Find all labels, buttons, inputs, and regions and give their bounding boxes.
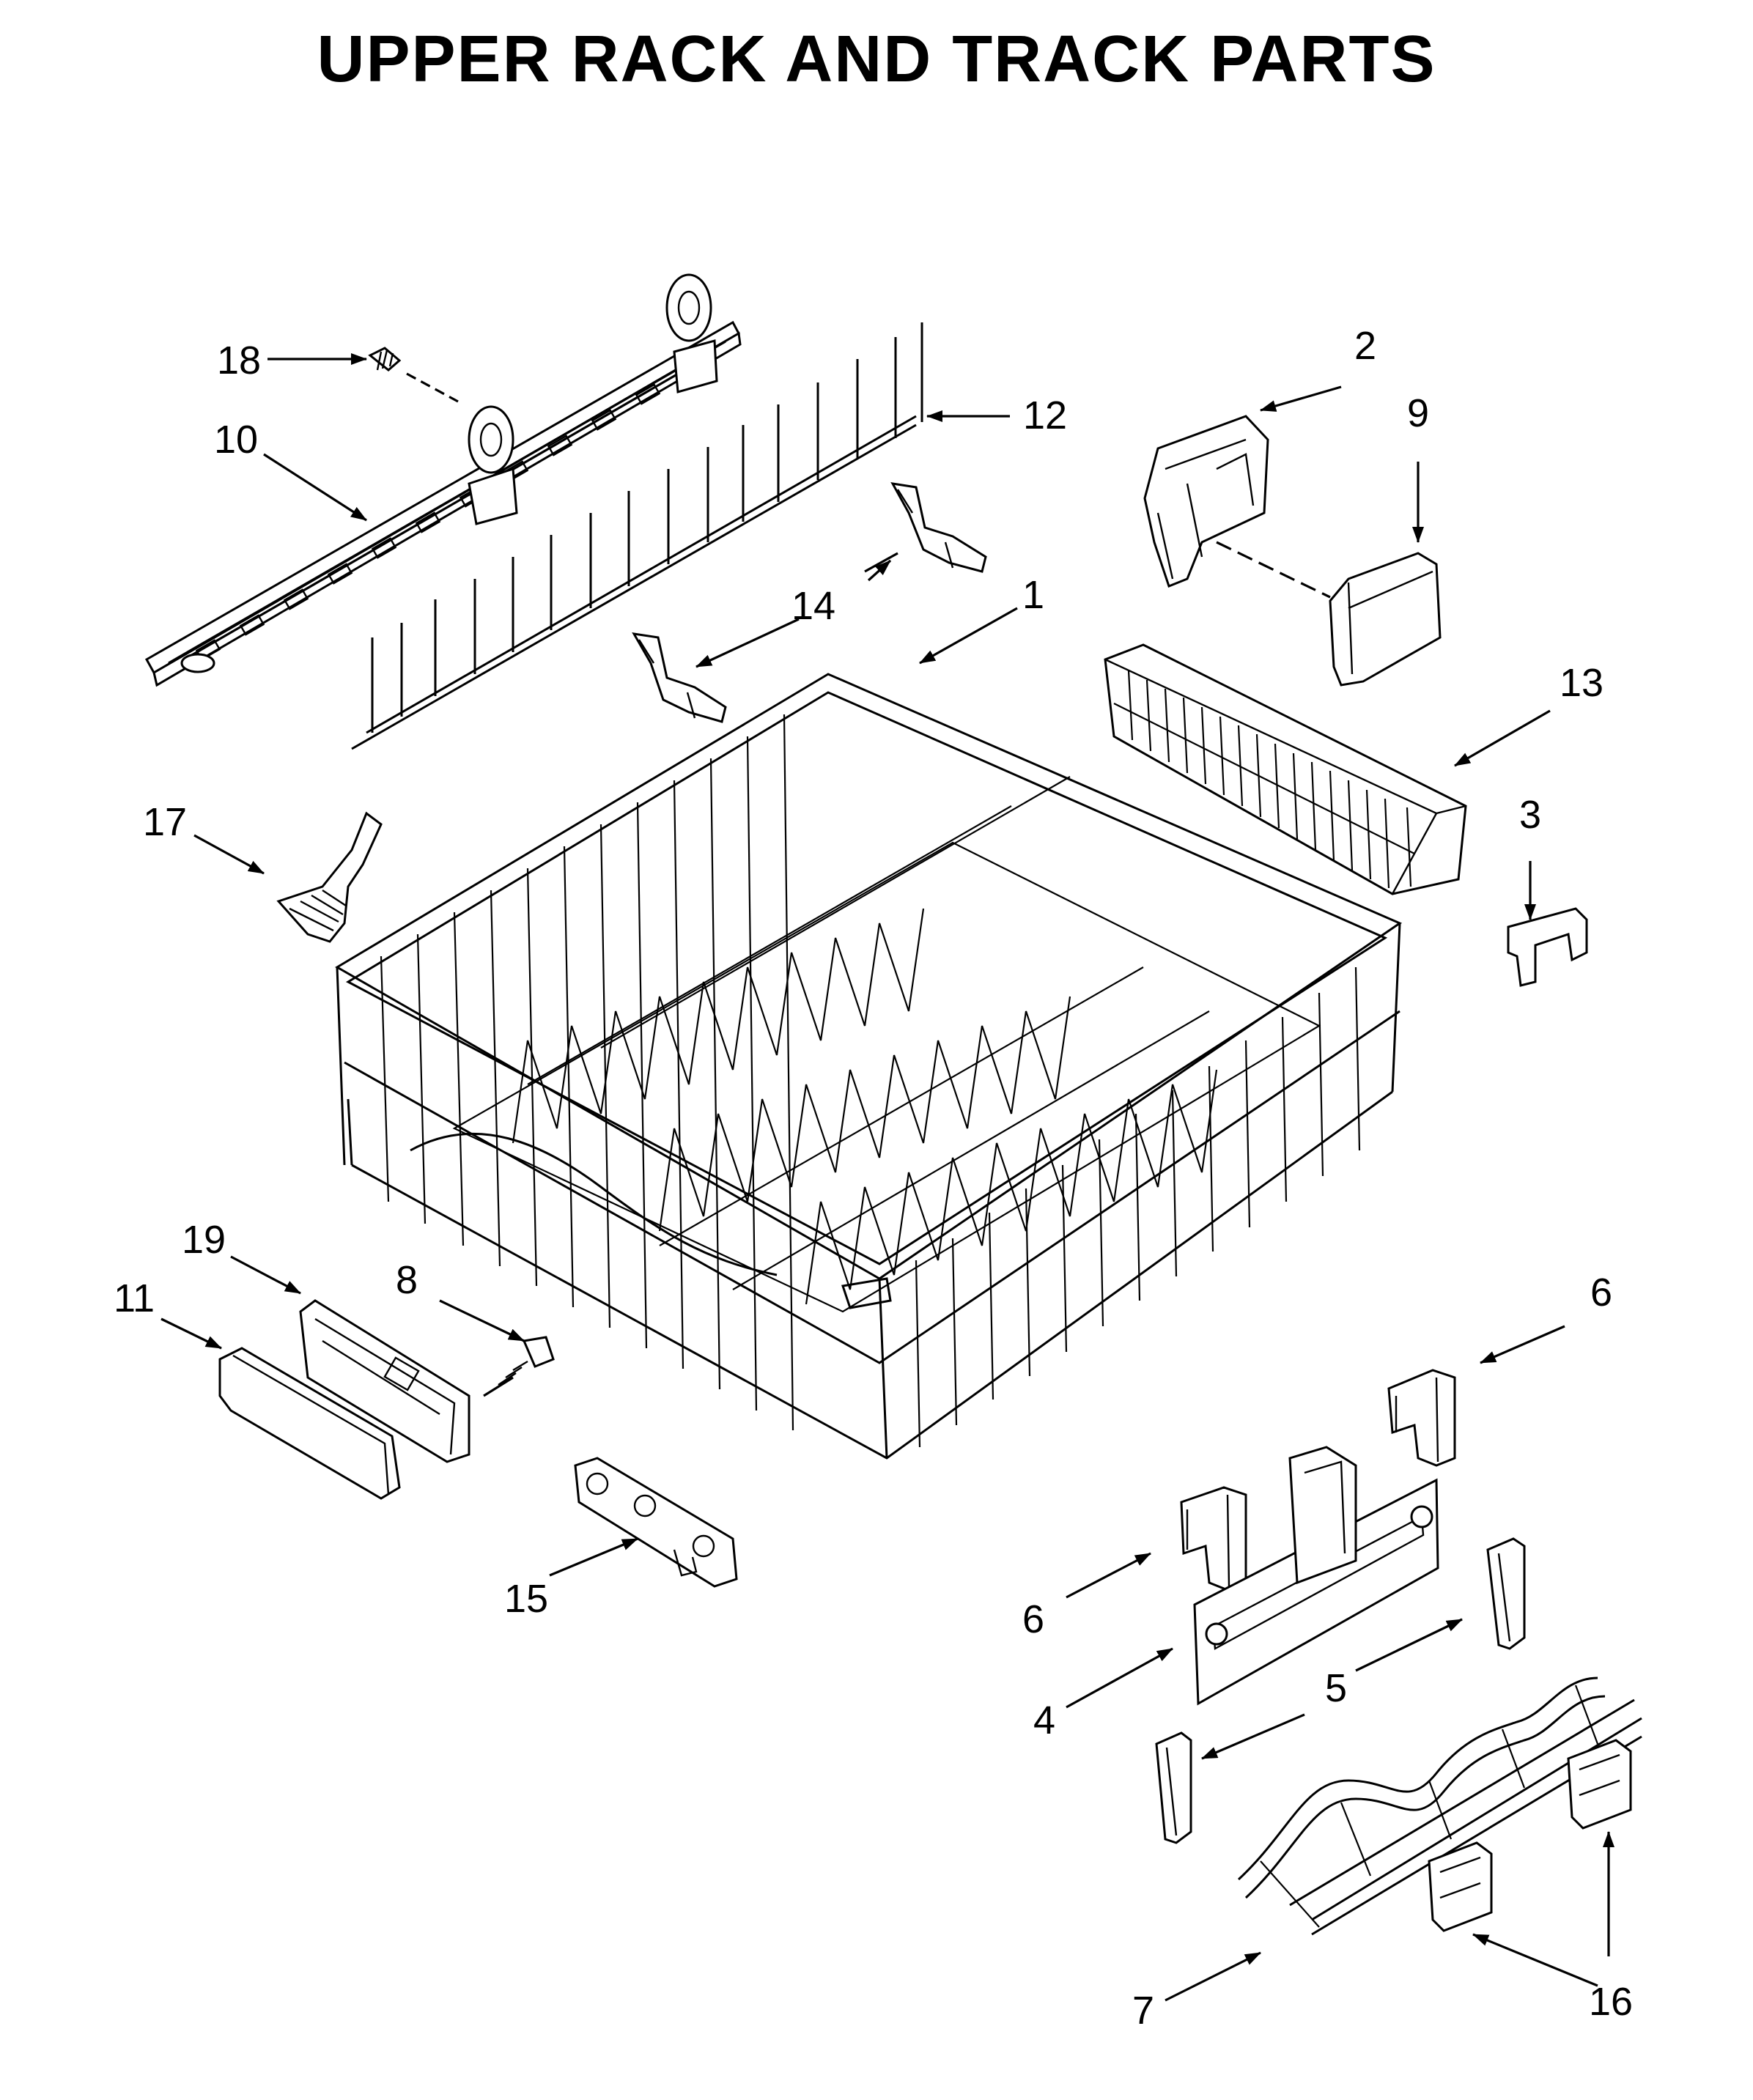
callout-labels: 18 10 12 2 9 14 1 13 3 17 19 11 8 15 6 6…: [114, 324, 1633, 2033]
callout-10: 10: [214, 418, 258, 462]
callout-7: 7: [1132, 1989, 1154, 2033]
part-16-clip-right: [1567, 1739, 1632, 1830]
callout-13: 13: [1560, 661, 1603, 705]
callout-14: 14: [791, 584, 835, 628]
part-12-tine-row: [351, 322, 923, 750]
part-9-holder: [1329, 552, 1442, 687]
part-8-screw: [483, 1336, 555, 1397]
part-6-bracket-right: [1387, 1369, 1456, 1467]
part-14-clip-upper: [890, 482, 987, 573]
part-2-bracket: [1143, 415, 1331, 599]
part-5-rail-right: [1486, 1537, 1526, 1650]
callout-3: 3: [1519, 793, 1541, 837]
callout-2: 2: [1354, 324, 1376, 368]
callout-6-right: 6: [1590, 1271, 1612, 1315]
part-5-rail-left: [1155, 1731, 1192, 1844]
callout-5: 5: [1325, 1666, 1347, 1710]
part-3-clip: [1507, 907, 1588, 987]
callout-4: 4: [1033, 1698, 1055, 1742]
part-18-screw: [368, 347, 459, 403]
part-6-bracket-left: [1180, 1486, 1247, 1591]
callout-17: 17: [143, 800, 187, 844]
callout-16: 16: [1589, 1980, 1633, 2024]
part-15-hub: [574, 1457, 738, 1588]
callout-12: 12: [1023, 393, 1067, 437]
part-13-cutlery-basket: [1104, 643, 1467, 895]
callout-15: 15: [504, 1577, 548, 1621]
part-4-adjuster-housing: [1193, 1446, 1439, 1706]
part-10-track-rail: [144, 273, 742, 687]
part-16-clip-left: [1428, 1841, 1493, 1932]
part-17-adjuster: [276, 811, 383, 943]
callout-18: 18: [217, 339, 261, 382]
part-19-handle-frame: [299, 1299, 470, 1463]
callout-19: 19: [182, 1218, 226, 1262]
callout-1: 1: [1022, 573, 1044, 617]
callout-9: 9: [1407, 391, 1429, 435]
callout-11: 11: [114, 1276, 155, 1320]
callout-6-left: 6: [1022, 1597, 1044, 1641]
callout-8: 8: [396, 1258, 418, 1302]
part-14-clip-lower: [632, 632, 727, 723]
part-11-handle-cover: [218, 1347, 401, 1500]
page-title: UPPER RACK AND TRACK PARTS: [317, 23, 1436, 96]
part-1-upper-rack: [335, 673, 1403, 1460]
leader-arrows: [160, 353, 1614, 2002]
